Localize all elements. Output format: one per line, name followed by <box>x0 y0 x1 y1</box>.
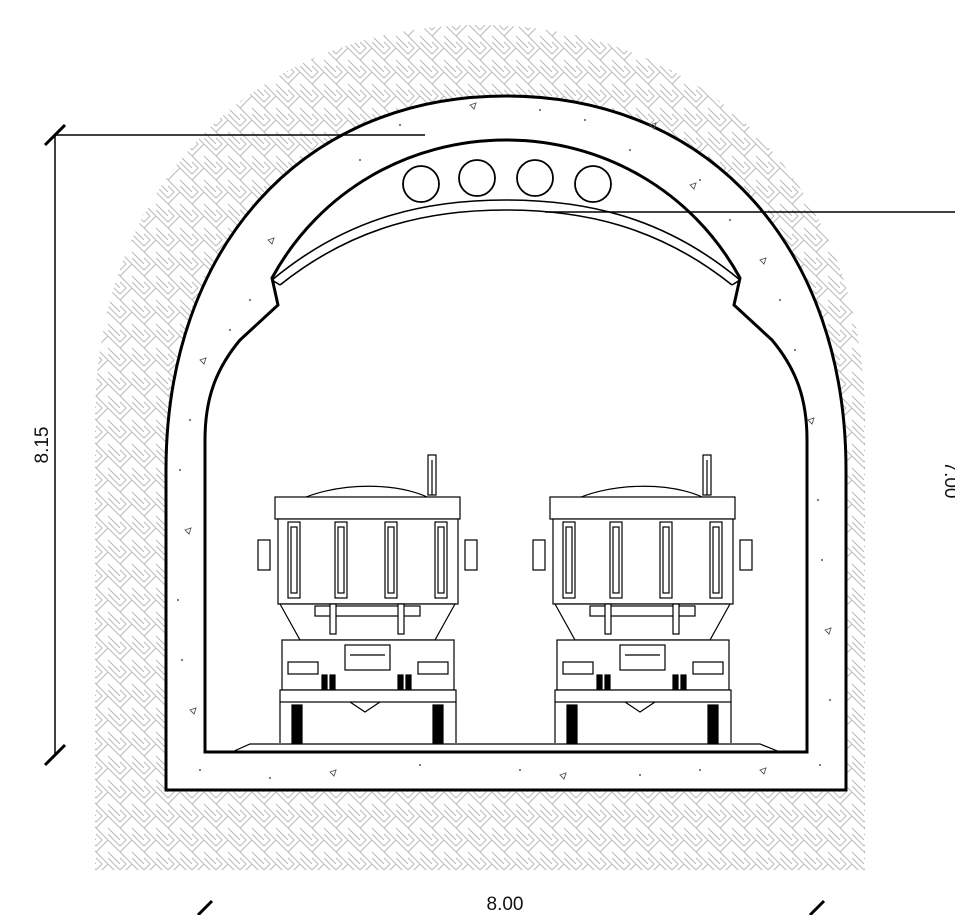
dimension-lines <box>43 123 955 915</box>
dimension-width: 8.00 <box>487 894 524 915</box>
vent-pipe <box>574 165 612 203</box>
vent-pipe <box>516 159 554 197</box>
dimension-height-outer: 8.15 <box>32 427 53 464</box>
vehicles <box>257 454 753 744</box>
vent-pipe <box>402 165 440 203</box>
dimension-height-inner: 7.00 <box>940 462 955 499</box>
vehicle <box>257 454 478 744</box>
vent-pipe <box>458 159 496 197</box>
vehicle <box>532 454 753 744</box>
ventilation-ceiling-slab <box>271 199 741 286</box>
ventilation-pipes <box>402 159 612 203</box>
road-surface <box>205 743 807 754</box>
